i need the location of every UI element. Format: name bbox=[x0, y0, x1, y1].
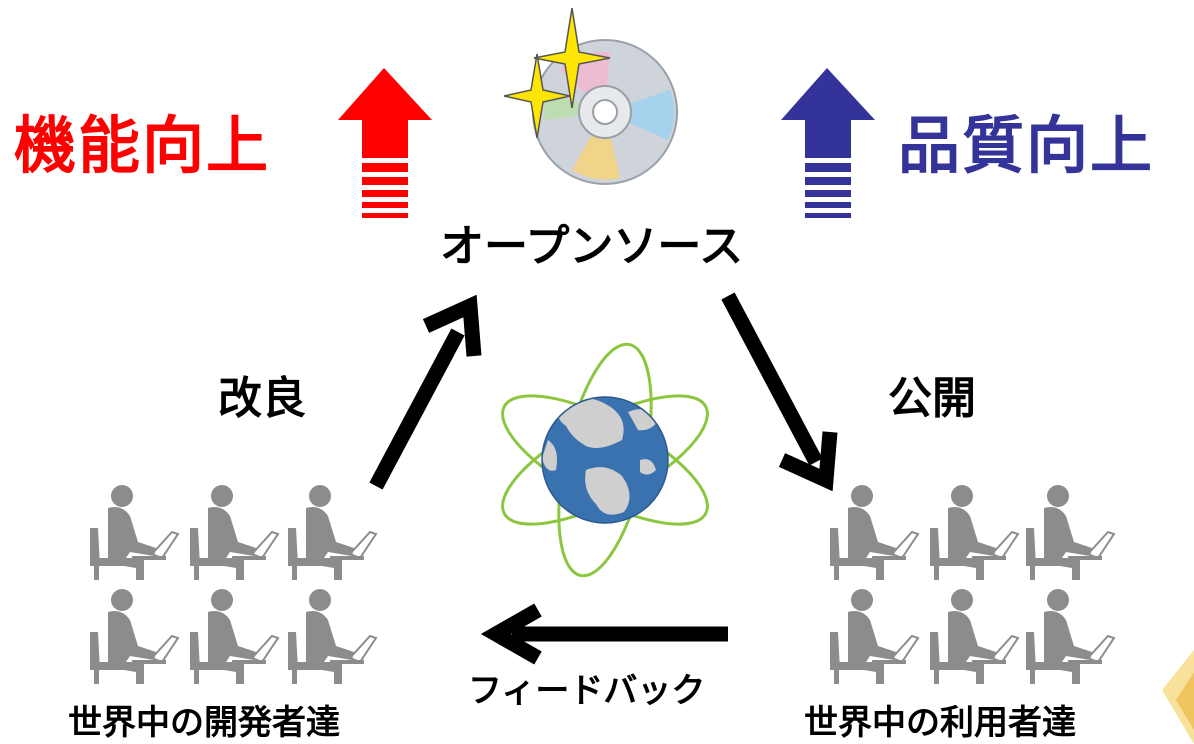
publish-label: 公開 bbox=[888, 373, 976, 424]
function-up-label: 機能向上 bbox=[14, 109, 271, 182]
corner-decoration-icon bbox=[1162, 650, 1194, 744]
publish-arrow-icon bbox=[721, 292, 838, 492]
red-up-arrow-icon bbox=[338, 68, 432, 218]
improve-arrow-icon bbox=[369, 294, 482, 490]
sparkle-icon bbox=[503, 7, 611, 139]
developers-label: 世界中の開発者達 bbox=[68, 703, 340, 743]
developers-group-icon bbox=[89, 484, 377, 685]
quality-up-label: 品質向上 bbox=[898, 109, 1155, 182]
feedback-label: フィードバック bbox=[468, 671, 706, 711]
users-label: 世界中の利用者達 bbox=[804, 703, 1076, 743]
improve-label: 改良 bbox=[218, 373, 306, 424]
globe-orbit-icon bbox=[501, 342, 709, 578]
feedback-arrow-icon bbox=[480, 603, 728, 665]
users-group-icon bbox=[829, 484, 1115, 685]
blue-up-arrow-icon bbox=[781, 68, 875, 218]
open-source-label: オープンソース bbox=[440, 221, 744, 272]
